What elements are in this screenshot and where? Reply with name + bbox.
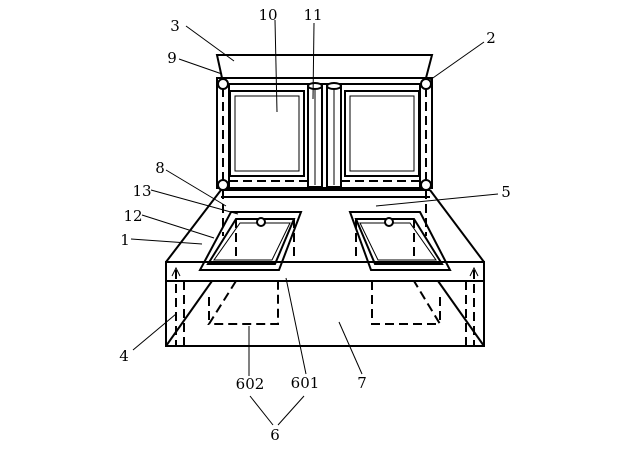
leader-lines [130, 19, 499, 426]
desk-top [165, 189, 485, 263]
label-2: 2 [486, 29, 496, 47]
right-sink [348, 211, 452, 325]
label-601: 601 [291, 374, 320, 392]
reference-labels: 3 10 11 2 9 8 13 12 1 5 4 7 601 602 6 [119, 6, 511, 444]
label-1: 1 [120, 231, 130, 249]
label-5: 5 [501, 183, 511, 201]
base-box [165, 261, 485, 347]
label-4: 4 [119, 347, 129, 365]
label-10: 10 [258, 6, 277, 24]
left-sink [198, 211, 303, 325]
label-9: 9 [167, 49, 177, 67]
label-3: 3 [170, 17, 180, 35]
center-rolls [307, 82, 342, 188]
label-13: 13 [132, 182, 151, 200]
top-canopy [215, 54, 434, 79]
label-12: 12 [123, 207, 142, 225]
label-602: 602 [236, 375, 265, 393]
window-panels [229, 90, 420, 177]
label-7: 7 [357, 374, 367, 392]
label-6: 6 [270, 426, 280, 444]
label-8: 8 [155, 159, 165, 177]
label-11: 11 [303, 6, 322, 24]
